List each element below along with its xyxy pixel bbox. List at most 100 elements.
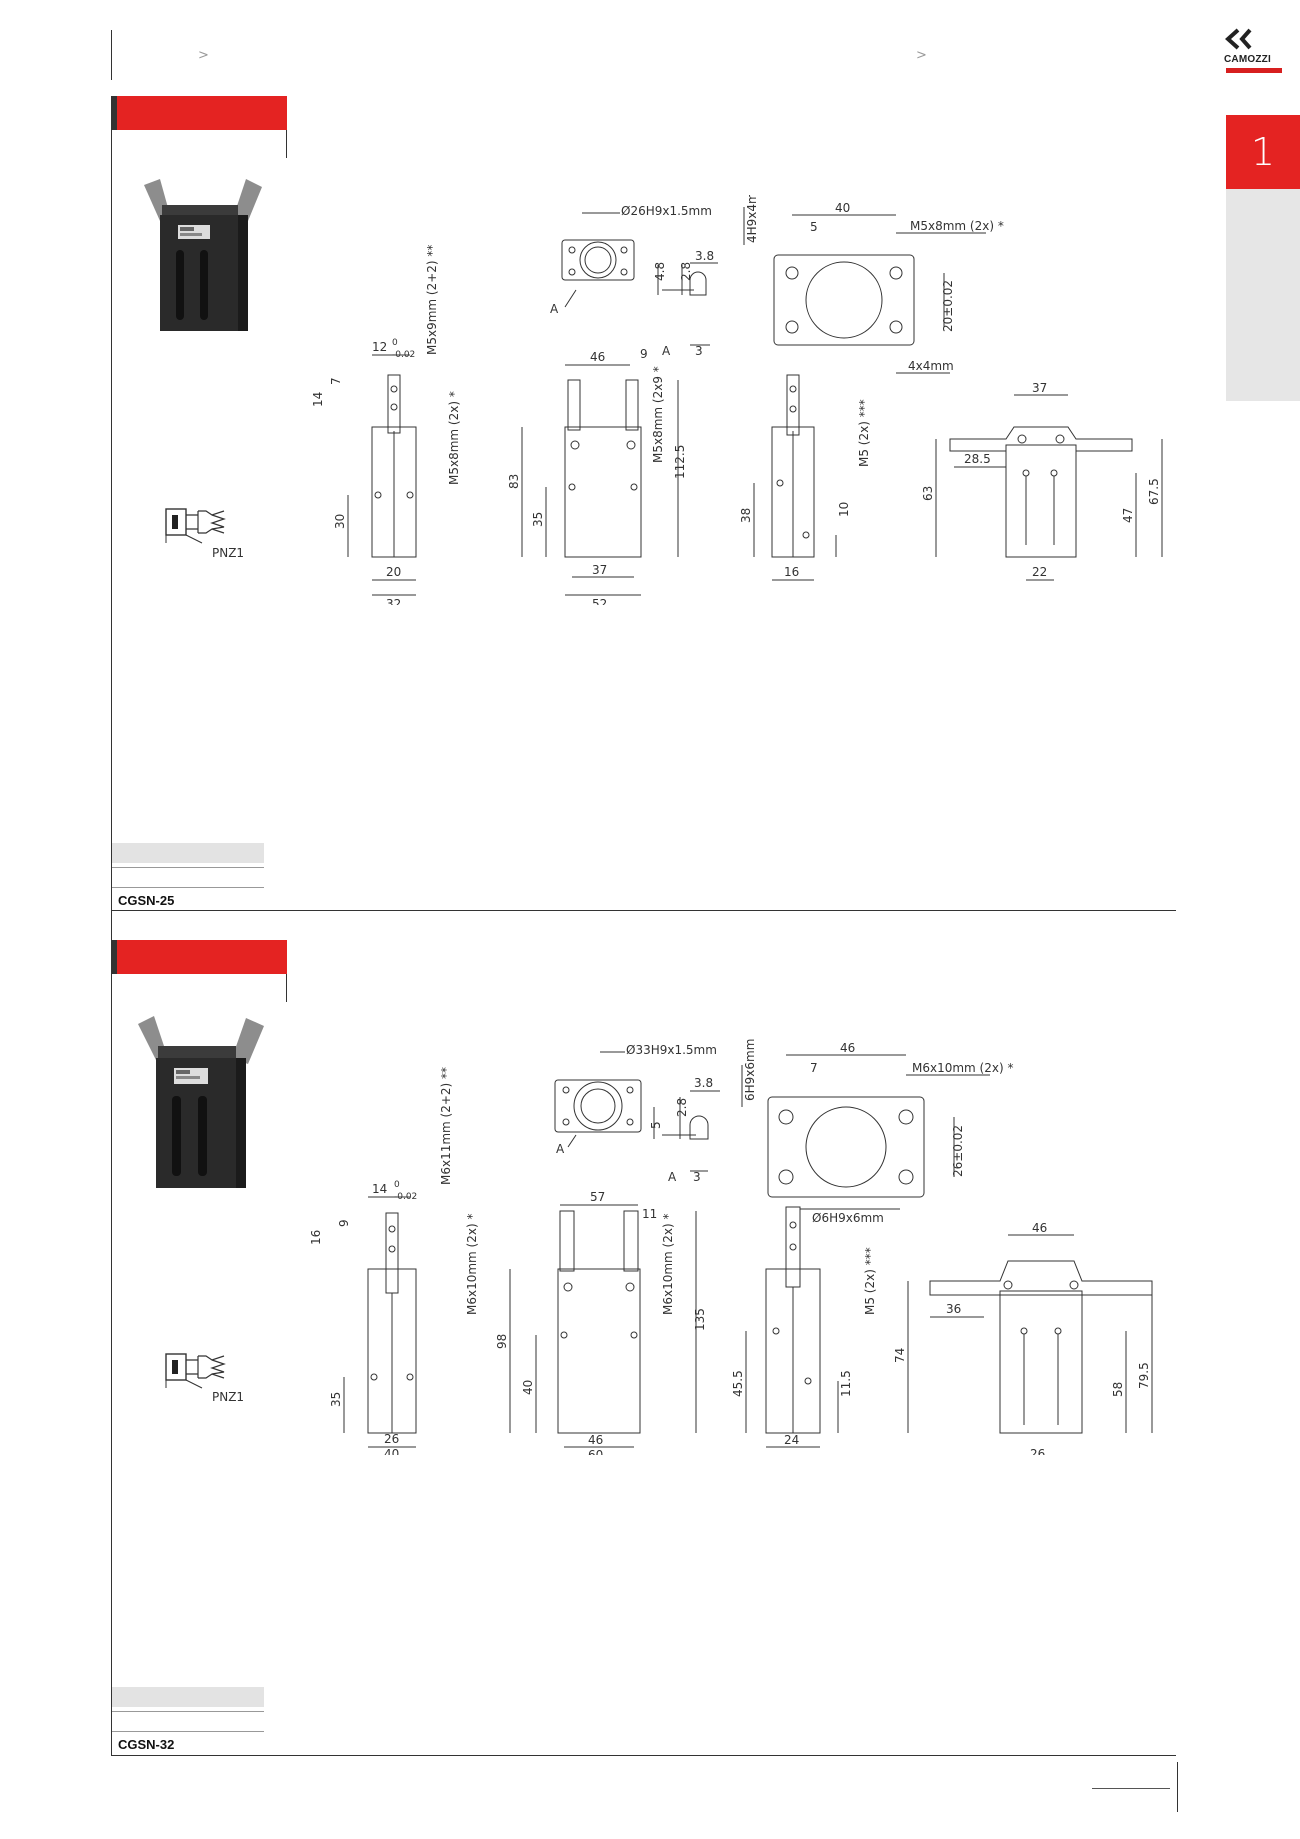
dim-tolerance: 20±0.02 xyxy=(941,280,955,332)
dim: 5 xyxy=(810,220,818,234)
dim: 52 xyxy=(592,597,607,605)
brand-bar xyxy=(1226,68,1282,73)
dim: 16 xyxy=(784,565,799,579)
dim: 30 xyxy=(333,514,347,529)
dim-thread: M5x9mm (2+2) ** xyxy=(425,245,439,355)
dim: 16 xyxy=(309,1230,323,1245)
sensor-icon xyxy=(165,508,226,544)
dim: 32 xyxy=(386,597,401,605)
dim-key: Ø6H9x6mm xyxy=(812,1211,884,1225)
spec-row-rule xyxy=(112,887,264,888)
dim-thread: M6x10mm (2x) * xyxy=(661,1214,675,1315)
dim: 58 xyxy=(1111,1382,1125,1397)
dim: 83 xyxy=(507,474,521,489)
dim: 9 xyxy=(640,347,648,361)
chapter-tab[interactable]: 1 xyxy=(1226,115,1300,189)
dim-tolerance-upper: 0 xyxy=(392,338,398,348)
brand-name: CAMOZZI xyxy=(1224,54,1271,65)
header-divider xyxy=(286,130,287,158)
product-photo xyxy=(144,179,262,331)
header-divider xyxy=(286,974,287,1002)
dim: 3.8 xyxy=(695,249,714,263)
dim-thread: M6x10mm (2x) * xyxy=(465,1214,479,1315)
dim-flange-diameter: Ø33H9x1.5mm xyxy=(626,1043,717,1057)
dim: 98 xyxy=(495,1334,509,1349)
dim-key: 4x4mm xyxy=(908,359,954,373)
dim: 37 xyxy=(592,563,607,577)
dim: 35 xyxy=(531,512,545,527)
dim: 4.8 xyxy=(653,262,667,281)
spec-row xyxy=(112,843,264,863)
dim: 2.8 xyxy=(675,1098,689,1117)
dim: 9 xyxy=(337,1219,351,1227)
dim: 46 xyxy=(588,1433,603,1447)
dim: 3 xyxy=(693,1170,701,1184)
sensor-label: PNZ1 xyxy=(212,546,245,560)
dim-pin-hole: 6H9x6mm xyxy=(743,1039,757,1101)
dim: 57 xyxy=(590,1190,605,1204)
dim-flange-diameter: Ø26H9x1.5mm xyxy=(621,204,712,218)
technical-drawing: Ø33H9x1.5mm A 5 2.8 3.8 A 3 6H9x6mm 46 7… xyxy=(309,1039,1153,1455)
dim: 10 xyxy=(837,502,851,517)
dim: 26 xyxy=(1030,1447,1045,1455)
spec-row-rule xyxy=(112,1711,264,1712)
chapter-tab-rail xyxy=(1226,189,1300,401)
dim: 40 xyxy=(384,1447,399,1455)
dim: 135 xyxy=(693,1308,707,1331)
section-marker: A xyxy=(668,1170,677,1184)
dim: 20 xyxy=(386,565,401,579)
dim: 67.5 xyxy=(1147,478,1161,505)
dim-tolerance-lower: -0.02 xyxy=(392,350,415,360)
dim: 14 xyxy=(311,392,325,407)
dim-tolerance: 26±0.02 xyxy=(951,1125,965,1177)
model-code: CGSN-25 xyxy=(118,893,175,908)
dim: 35 xyxy=(329,1392,343,1407)
dim-tolerance-lower: -0.02 xyxy=(394,1192,417,1202)
breadcrumb-arrow[interactable]: > xyxy=(916,48,927,63)
technical-drawing: Ø26H9x1.5mm A 4.8 2.8 3.8 A 3 4H9x4mm 40… xyxy=(311,195,1163,605)
page-left-rule xyxy=(111,96,112,1756)
section-header-bar xyxy=(111,96,287,130)
dim-thread: M5x8mm (2x) * xyxy=(910,219,1004,233)
dim: 46 xyxy=(590,350,605,364)
section-bottom-rule xyxy=(111,910,1176,911)
dim: 46 xyxy=(1032,1221,1047,1235)
dim: 45.5 xyxy=(731,1370,745,1397)
dim: 37 xyxy=(1032,381,1047,395)
section-header-bar xyxy=(111,940,287,974)
dim: 2.8 xyxy=(679,262,693,281)
spec-row-rule xyxy=(112,1731,264,1732)
dim-tolerance-upper: 0 xyxy=(394,1180,400,1190)
dim: 24 xyxy=(784,1433,799,1447)
dim: 36 xyxy=(946,1302,961,1316)
page-left-rule-top xyxy=(111,30,112,80)
section-marker: A xyxy=(550,302,559,316)
dim: 22 xyxy=(1032,565,1047,579)
dim-jaw-width: 14 xyxy=(372,1182,387,1196)
dim: 3.8 xyxy=(694,1076,713,1090)
camozzi-logo-icon xyxy=(1225,28,1252,50)
spec-row-rule xyxy=(112,867,264,868)
dim: 11 xyxy=(642,1207,657,1221)
dim: 47 xyxy=(1121,508,1135,523)
dim: 60 xyxy=(588,1448,603,1455)
dim-thread: M5 (2x) *** xyxy=(857,399,871,467)
dim-thread: M5x8mm (2x) * xyxy=(447,391,461,485)
dim: 63 xyxy=(921,486,935,501)
dim-pin-hole: 4H9x4mm xyxy=(745,195,759,243)
dim: 46 xyxy=(840,1041,855,1055)
dim-thread: M5 (2x) *** xyxy=(863,1247,877,1315)
page-footer-rule xyxy=(1092,1788,1170,1789)
dim: 74 xyxy=(893,1348,907,1363)
sensor-icon xyxy=(165,1353,226,1389)
dim: 28.5 xyxy=(964,452,991,466)
dim: 5 xyxy=(649,1121,663,1129)
dim: 3 xyxy=(695,344,703,358)
sensor-label: PNZ1 xyxy=(212,1390,245,1404)
dim-jaw-width: 12 xyxy=(372,340,387,354)
dim: 7 xyxy=(329,377,343,385)
model-code: CGSN-32 xyxy=(118,1737,175,1752)
dim: 40 xyxy=(835,201,850,215)
breadcrumb-arrow[interactable]: > xyxy=(198,48,209,63)
spec-row xyxy=(112,1687,264,1707)
